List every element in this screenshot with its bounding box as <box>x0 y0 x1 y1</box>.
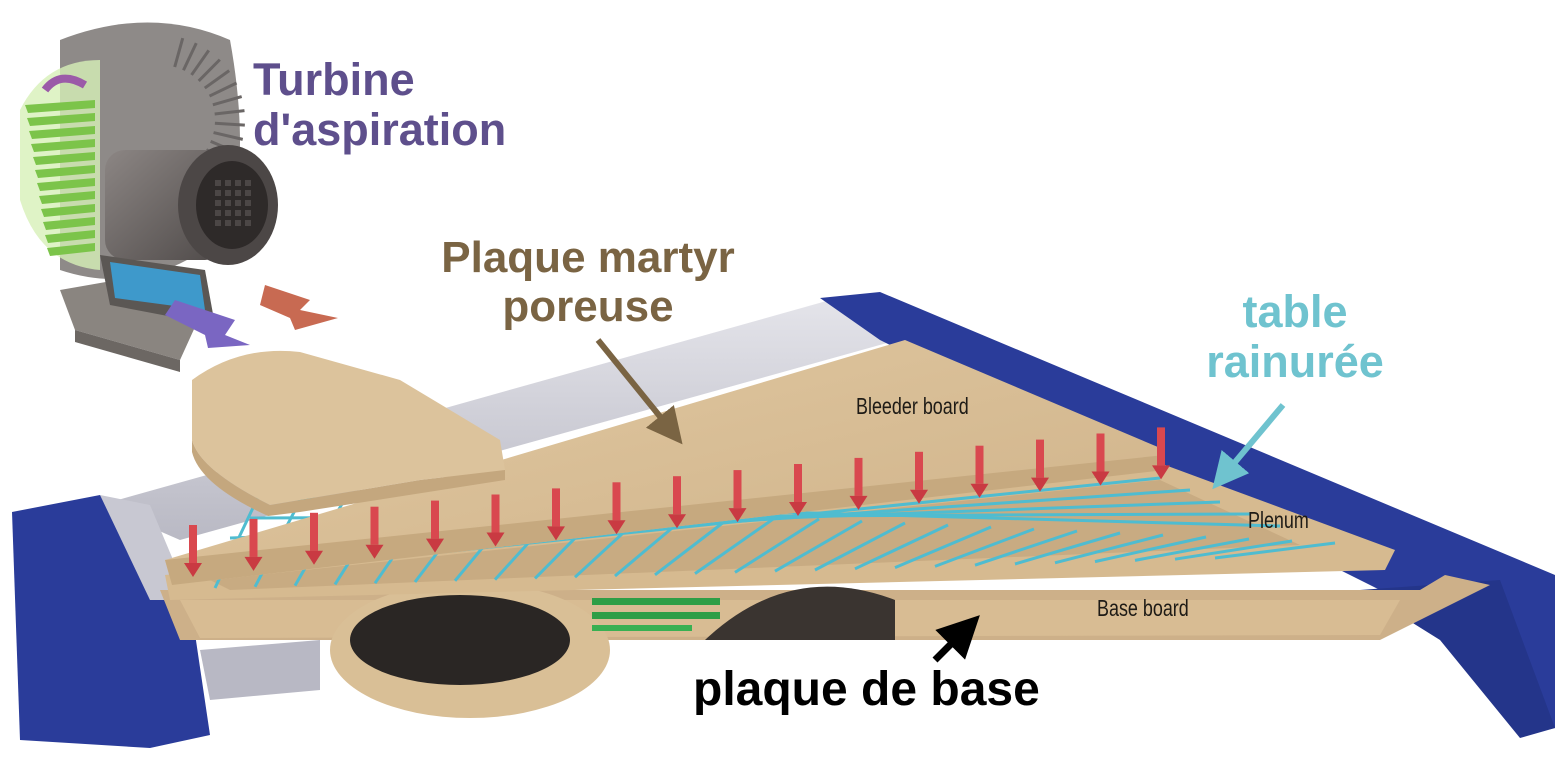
table-label-line2: rainurée <box>1206 336 1384 388</box>
turbine-illustration <box>20 22 338 372</box>
turbine-label-line1: Turbine <box>253 54 415 105</box>
martyr-label: Plaque martyr poreuse <box>428 233 748 332</box>
red-arrow <box>426 500 444 553</box>
martyr-label-line1: Plaque martyr <box>441 233 735 282</box>
bleeder-board-label: Bleeder board <box>856 393 969 419</box>
red-arrow <box>305 512 323 565</box>
martyr-label-line2: poreuse <box>502 282 674 332</box>
red-arrow <box>244 518 263 571</box>
turbine-label-line2: d'aspiration <box>253 104 507 156</box>
red-arrow <box>668 476 686 529</box>
red-arrow <box>1152 427 1170 480</box>
red-arrow <box>607 482 626 535</box>
red-arrow <box>547 488 565 541</box>
red-arrow <box>184 525 202 577</box>
base-board <box>160 575 1490 718</box>
suction-arrows <box>184 427 1170 577</box>
base-board-label: Base board <box>1097 595 1189 621</box>
red-arrow <box>728 470 747 523</box>
base-pointer-arrow <box>932 615 980 663</box>
red-arrow <box>849 457 868 510</box>
red-arrow <box>789 464 807 516</box>
table-label-line1: table <box>1242 286 1348 337</box>
base-label: plaque de base <box>693 663 1040 716</box>
martyr-pointer-arrow <box>595 338 683 445</box>
red-arrow <box>486 494 505 547</box>
plenum-label: Plenum <box>1248 507 1309 533</box>
table-label: table rainurée <box>1190 286 1400 388</box>
red-arrow <box>910 451 928 504</box>
red-arrow <box>1091 433 1110 486</box>
red-arrow <box>365 506 384 559</box>
red-arrow <box>1031 439 1049 492</box>
table-pointer-arrow <box>1212 403 1286 490</box>
turbine-label: Turbine d'aspiration <box>253 54 507 156</box>
red-arrow <box>970 445 989 498</box>
